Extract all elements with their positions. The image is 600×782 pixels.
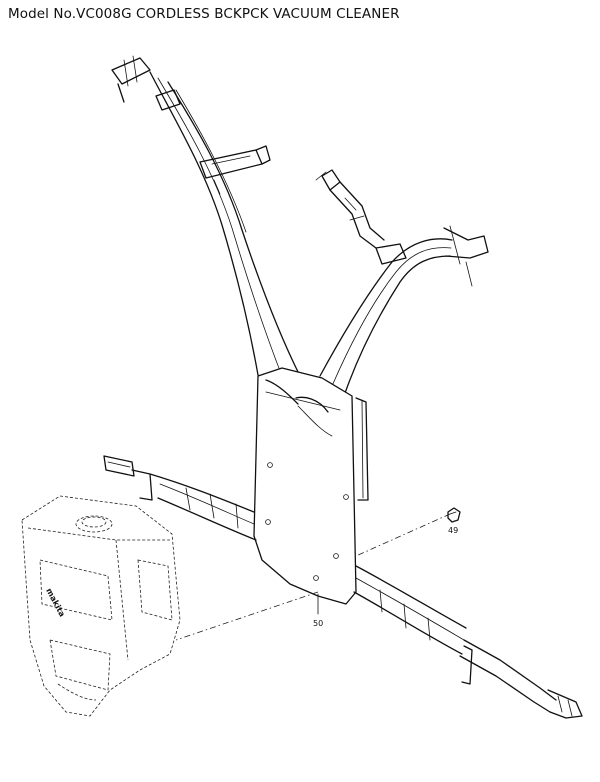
diagram-title: Model No.VC008G CORDLESS BCKPCK VACUUM C…	[8, 6, 400, 22]
callout-49: 49	[448, 526, 458, 535]
makita-logo: makita	[44, 587, 67, 619]
vacuum-tank-phantom: makita	[21, 495, 181, 717]
hip-belt	[103, 455, 583, 719]
back-plate	[253, 367, 369, 605]
left-shoulder-strap	[111, 55, 301, 377]
callout-50: 50	[313, 619, 323, 628]
right-shoulder-strap	[315, 169, 489, 397]
screw-part	[447, 507, 461, 523]
leader-lines	[175, 513, 451, 641]
